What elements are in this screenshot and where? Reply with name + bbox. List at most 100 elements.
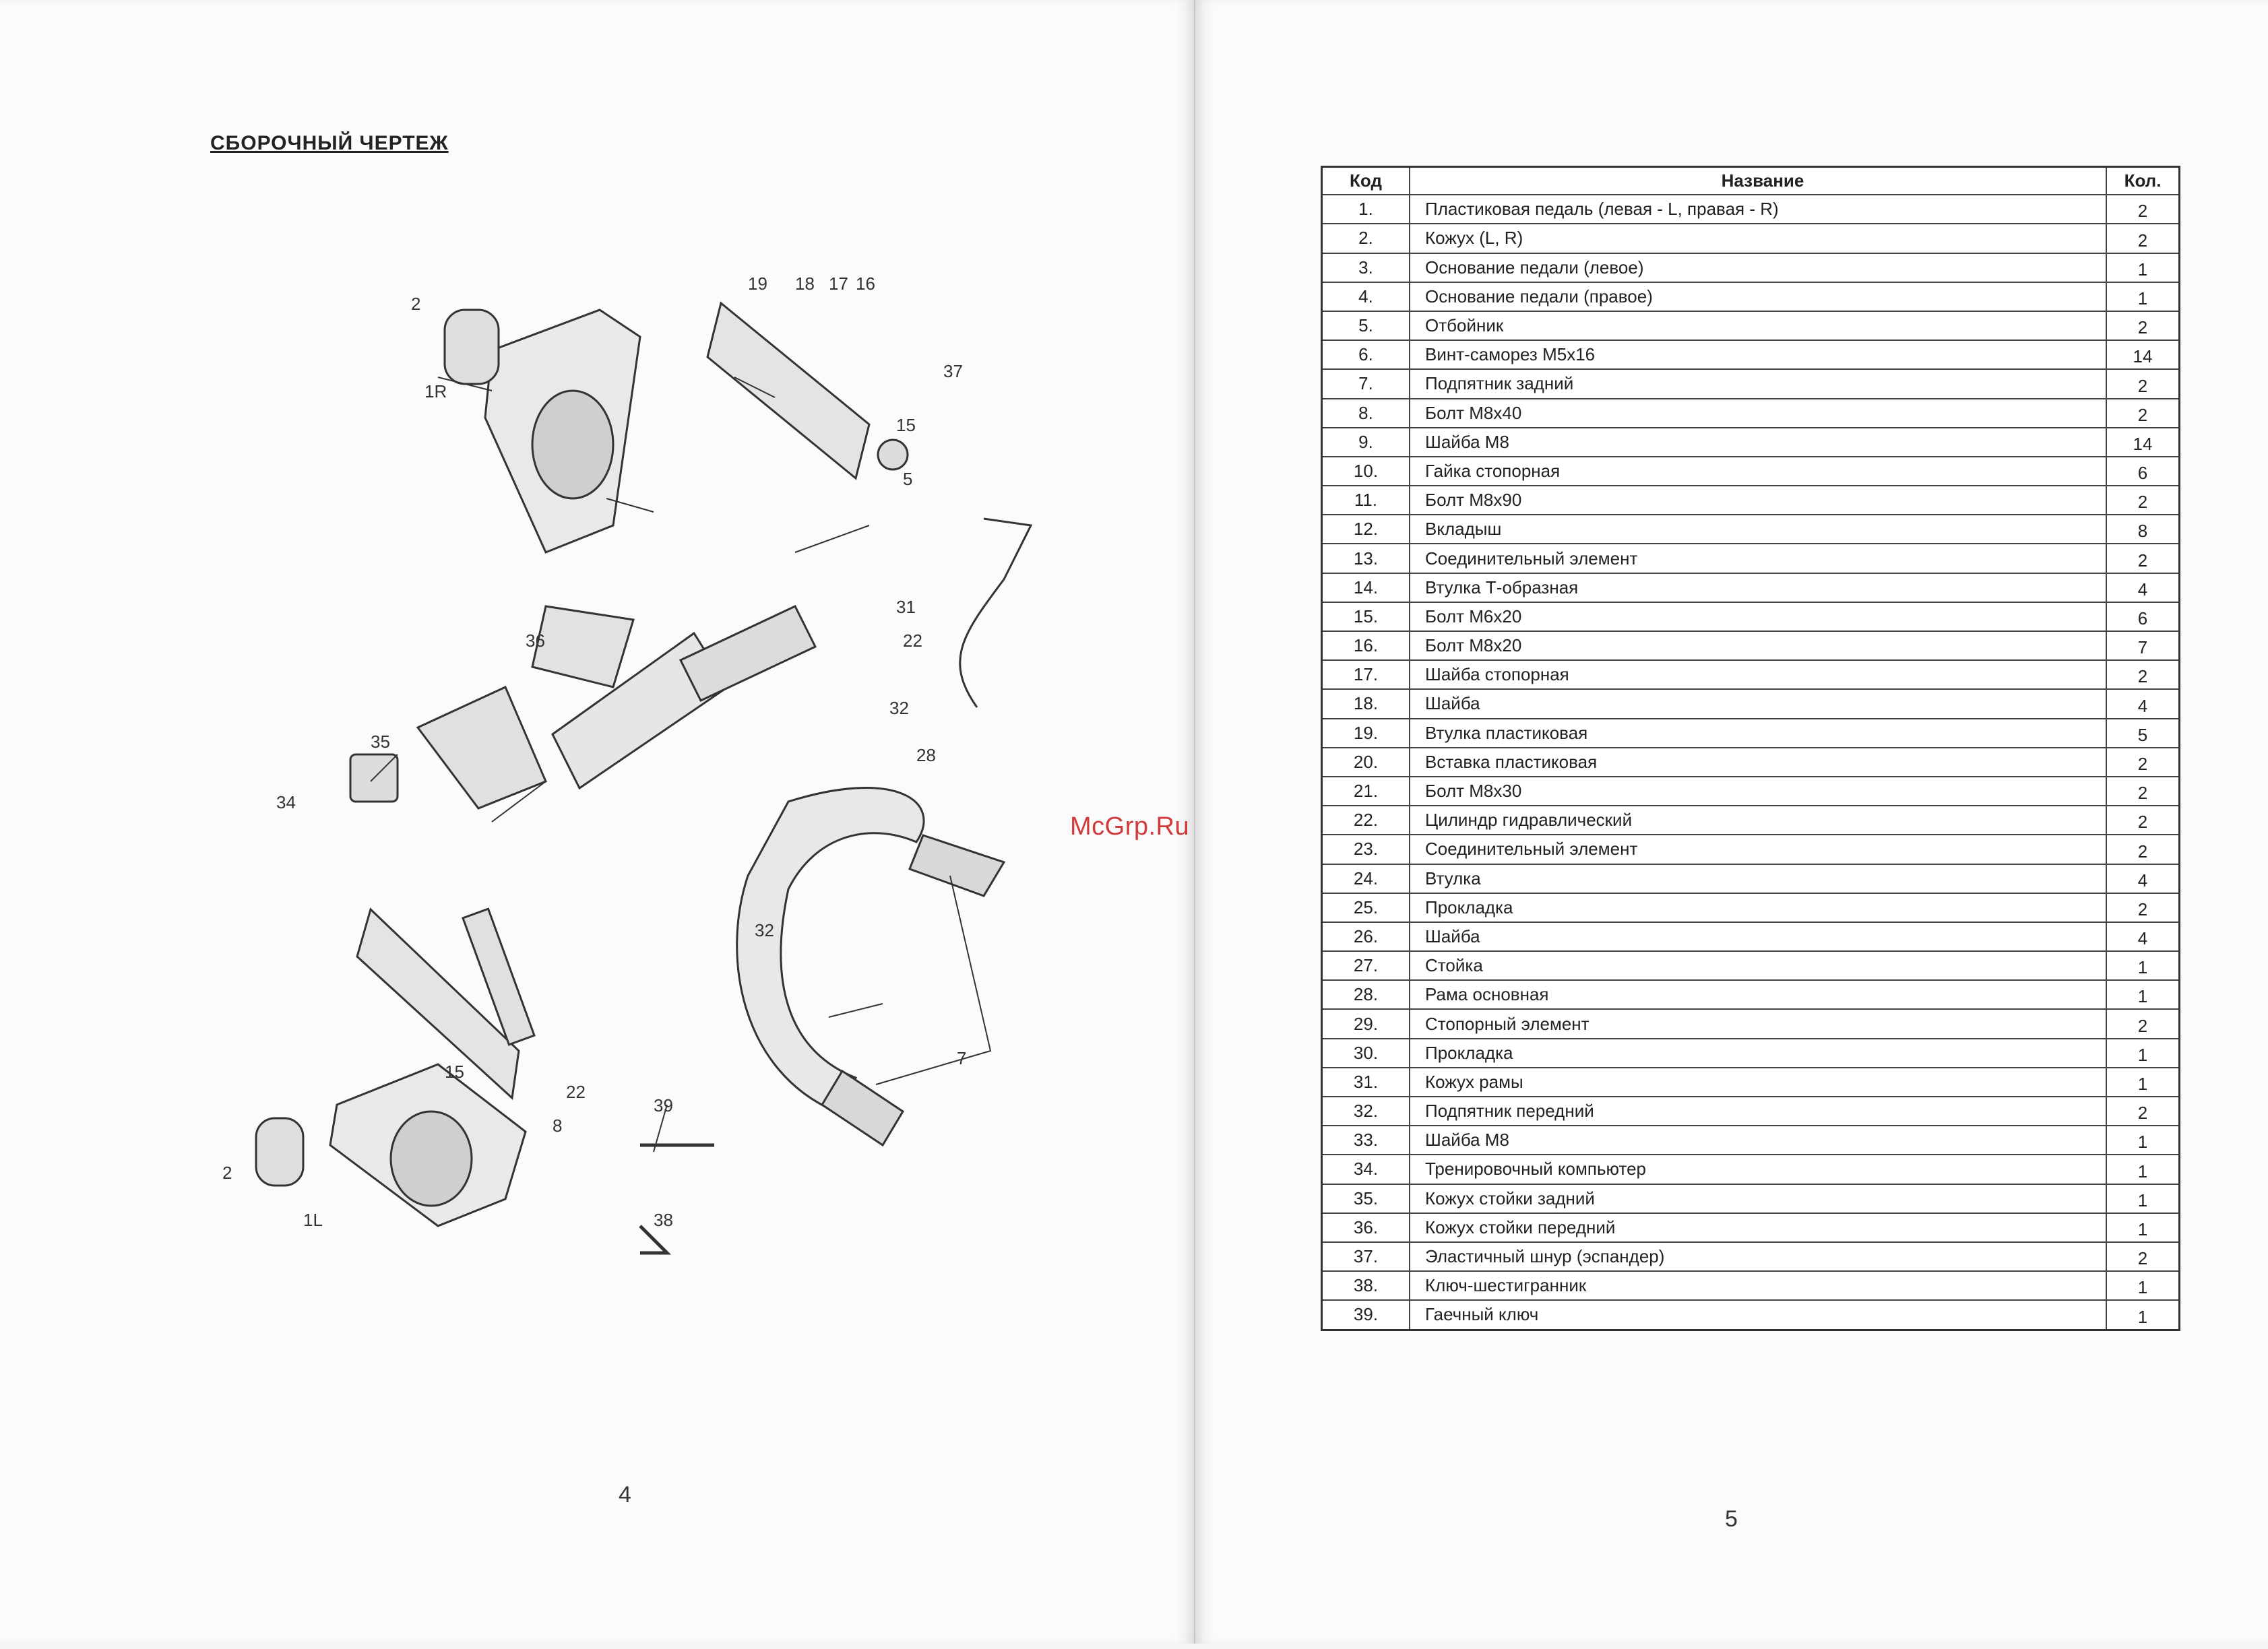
row-code: 18. xyxy=(1321,688,1410,719)
row-qty: 2 xyxy=(2106,659,2180,690)
callout-5: 5 xyxy=(903,469,912,489)
callout-2-top: 2 xyxy=(411,294,420,314)
row-code: 3. xyxy=(1321,252,1410,283)
row-name: Подпятник задний xyxy=(1409,368,2107,399)
row-name: Винт-саморез М5х16 xyxy=(1409,340,2107,370)
row-name: Подпятник передний xyxy=(1409,1095,2107,1127)
header-code: Код xyxy=(1321,166,1410,196)
row-qty: 8 xyxy=(2106,514,2180,545)
callout-22: 22 xyxy=(903,630,922,651)
row-name: Кожух (L, R) xyxy=(1409,223,2107,254)
callout-8: 8 xyxy=(553,1116,562,1136)
pedal-right-grip xyxy=(531,389,615,500)
row-qty: 1 xyxy=(2106,1037,2180,1068)
row-name: Шайба стопорная xyxy=(1409,659,2107,690)
row-code: 29. xyxy=(1321,1008,1410,1039)
row-qty: 2 xyxy=(2106,775,2180,807)
row-qty: 1 xyxy=(2106,1212,2180,1243)
row-qty: 2 xyxy=(2106,223,2180,254)
row-code: 20. xyxy=(1321,746,1410,777)
row-qty: 6 xyxy=(2106,455,2180,487)
callout-15-bottom: 15 xyxy=(445,1062,464,1082)
exploded-assembly-drawing: 1R 2 19 18 17 16 37 15 5 31 22 32 28 35 … xyxy=(222,273,1033,1255)
row-name: Кожух рамы xyxy=(1409,1066,2107,1098)
row-code: 11. xyxy=(1321,485,1410,516)
row-qty: 14 xyxy=(2106,426,2180,457)
callout-31: 31 xyxy=(896,597,916,617)
row-code: 12. xyxy=(1321,514,1410,545)
row-name: Рама основная xyxy=(1409,979,2107,1010)
row-qty: 2 xyxy=(2106,543,2180,574)
row-name: Болт М8х40 xyxy=(1409,397,2107,428)
row-name: Шайба М8 xyxy=(1409,1125,2107,1156)
row-qty: 2 xyxy=(2106,194,2180,225)
callout-36: 36 xyxy=(526,630,545,651)
row-code: 10. xyxy=(1321,455,1410,487)
row-qty: 2 xyxy=(2106,368,2180,399)
row-name: Болт М8х30 xyxy=(1409,775,2107,807)
row-name: Прокладка xyxy=(1409,1037,2107,1068)
row-name: Стойка xyxy=(1409,950,2107,981)
row-name: Соединительный элемент xyxy=(1409,834,2107,865)
table-row: 37.Эластичный шнур (эспандер)2 xyxy=(1321,1241,2180,1272)
row-qty: 2 xyxy=(2106,1095,2180,1127)
row-qty: 4 xyxy=(2106,863,2180,894)
callout-7: 7 xyxy=(957,1048,966,1068)
row-name: Стопорный элемент xyxy=(1409,1008,2107,1039)
row-code: 9. xyxy=(1321,426,1410,457)
table-row: 3.Основание педали (левое)1 xyxy=(1321,252,2180,283)
row-qty: 2 xyxy=(2106,834,2180,865)
main-frame xyxy=(736,787,925,1113)
callout-1L: 1L xyxy=(303,1210,323,1230)
row-qty: 1 xyxy=(2106,1154,2180,1185)
mast-cover-front xyxy=(531,605,635,688)
row-name: Эластичный шнур (эспандер) xyxy=(1409,1241,2107,1272)
hex-key-tool xyxy=(639,1225,672,1255)
row-code: 35. xyxy=(1321,1183,1410,1214)
callout-32: 32 xyxy=(889,698,909,718)
callout-39: 39 xyxy=(654,1095,673,1116)
front-foot xyxy=(908,834,1006,897)
row-qty: 2 xyxy=(2106,892,2180,923)
header-qty: Кол. xyxy=(2106,166,2180,196)
row-code: 37. xyxy=(1321,1241,1410,1272)
row-code: 36. xyxy=(1321,1212,1410,1243)
row-code: 27. xyxy=(1321,950,1410,981)
rear-foot xyxy=(820,1069,905,1147)
callout-28: 28 xyxy=(916,745,936,765)
row-qty: 2 xyxy=(2106,1008,2180,1039)
callout-15: 15 xyxy=(896,415,916,435)
row-name: Тренировочный компьютер xyxy=(1409,1154,2107,1185)
row-code: 26. xyxy=(1321,921,1410,952)
row-name: Втулка пластиковая xyxy=(1409,717,2107,748)
row-name: Вкладыш xyxy=(1409,514,2107,545)
callout-1R: 1R xyxy=(424,381,447,401)
row-name: Кожух стойки передний xyxy=(1409,1212,2107,1243)
hydraulic-cylinder xyxy=(462,907,536,1046)
row-qty: 1 xyxy=(2106,1125,2180,1156)
row-code: 33. xyxy=(1321,1125,1410,1156)
callout-37: 37 xyxy=(943,361,963,381)
parts-table-header-row: Код Название Кол. xyxy=(1321,166,2180,196)
row-code: 1. xyxy=(1321,194,1410,225)
row-code: 21. xyxy=(1321,775,1410,807)
row-name: Шайба xyxy=(1409,688,2107,719)
callout-16: 16 xyxy=(856,273,875,294)
